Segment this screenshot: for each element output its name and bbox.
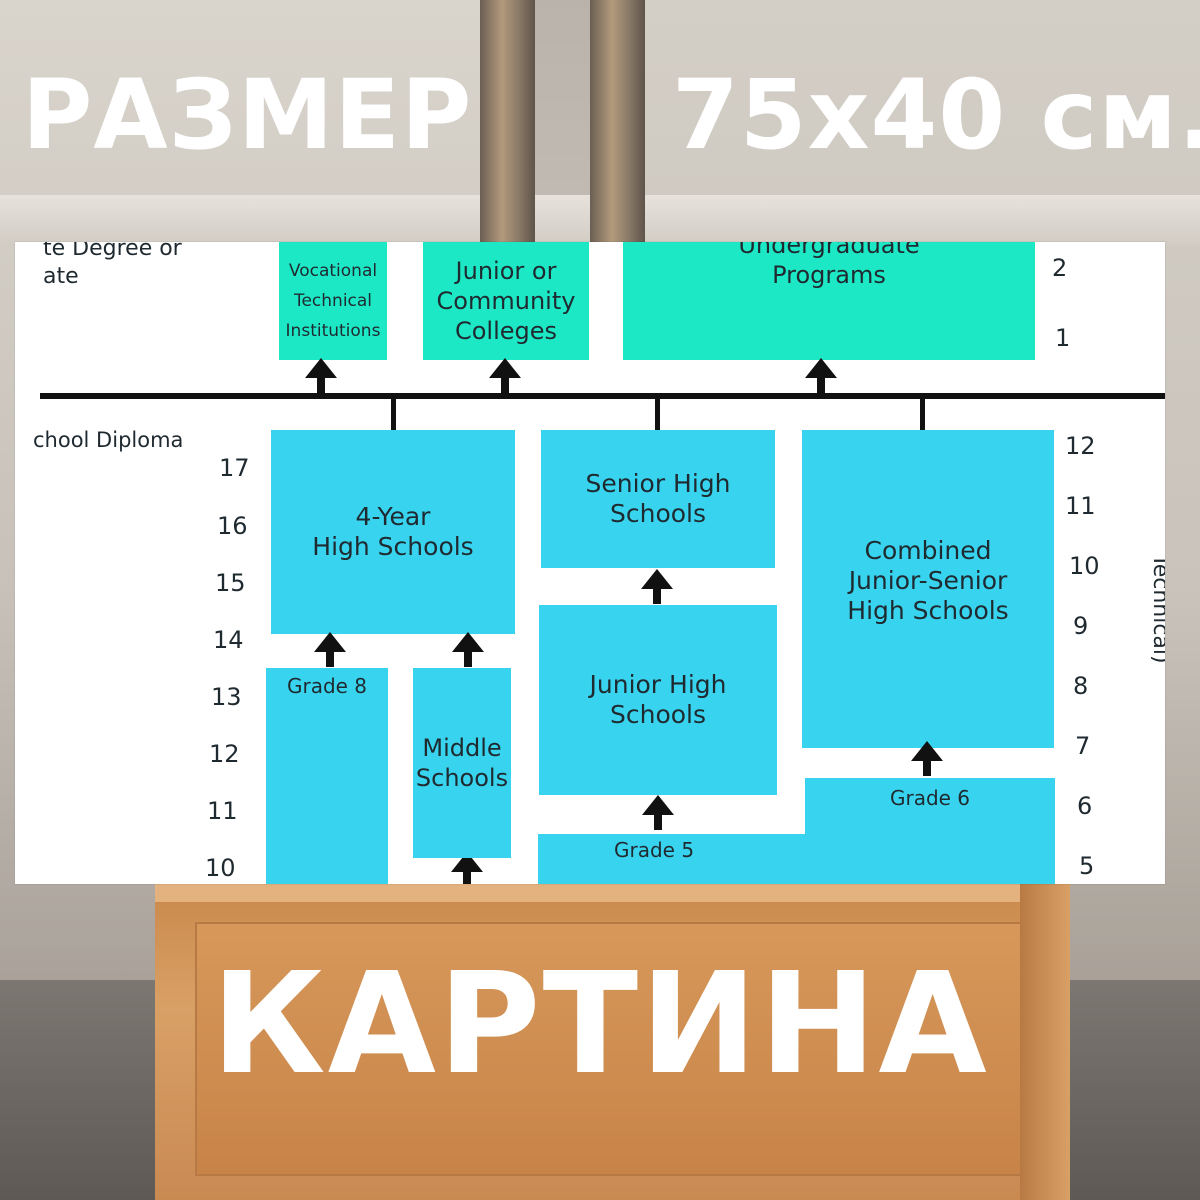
size-label: РАЗМЕР [22,59,473,171]
connector-tick [920,397,925,431]
age-16: 16 [217,512,248,540]
grade-7: 7 [1075,732,1091,760]
product-title: КАРТИНА [211,943,989,1106]
junior-college-box: Junior or Community Colleges [423,242,589,360]
four-year-text: 4-Year High Schools [312,502,474,561]
grade-8: 8 [1073,672,1089,700]
grade-11: 11 [1065,492,1096,520]
grade-5-box: Grade 5 [538,834,838,884]
age-10: 10 [205,854,236,882]
degree-label-2: ate [43,264,79,289]
grade-6-box: Grade 6 [805,778,1055,884]
grade-5-text: Grade 5 [614,838,695,862]
degree-label: te Degree or [43,242,182,261]
technical-label: Technical) [1148,554,1165,664]
senior-high-box: Senior High Schools [541,430,775,568]
easel-leg [1020,880,1070,1200]
age-17: 17 [219,454,250,482]
age-11: 11 [207,797,238,825]
junior-high-text: Junior High Schools [589,670,727,729]
grade-5: 5 [1079,852,1095,880]
diploma-line [40,393,1165,399]
picture-canvas: te Degree or ate Vocational Technical In… [15,242,1165,884]
vocational-text: Vocational Technical Institutions [285,261,381,341]
age-14: 14 [213,626,244,654]
junior-high-box: Junior High Schools [539,605,777,795]
middle-schools-text: Middle Schools [415,734,509,792]
vocational-box: Vocational Technical Institutions [279,242,387,360]
grade-6-text: Grade 6 [889,786,971,810]
easel-top-rail [155,880,1070,902]
age-13: 13 [211,683,242,711]
combined-high-box: Combined Junior-Senior High Schools [802,430,1054,748]
easel-panel [195,922,1034,1176]
grade-9: 9 [1073,612,1089,640]
middle-schools-box: Middle Schools [413,668,511,858]
four-year-high-schools-box: 4-Year High Schools [271,430,515,634]
grade-top-1: 1 [1055,324,1071,352]
grade-12: 12 [1065,432,1096,460]
wooden-easel [155,880,1070,1200]
grade-8-text: Grade 8 [286,674,368,698]
undergrad-text: Undergraduate Programs [738,242,920,289]
combined-text: Combined Junior-Senior High Schools [847,536,1009,625]
undergrad-box: Undergraduate Programs [623,242,1035,360]
age-15: 15 [215,569,246,597]
grade-10: 10 [1069,552,1100,580]
connector-tick [391,397,396,431]
diploma-label: chool Diploma [33,428,184,452]
age-12: 12 [209,740,240,768]
grade-6: 6 [1077,792,1093,820]
size-value: 75x40 см. [672,59,1200,171]
connector-tick [655,397,660,431]
junior-college-text: Junior or Community Colleges [436,257,576,345]
grade-top-2: 2 [1052,254,1068,282]
senior-high-text: Senior High Schools [585,469,731,528]
grade-8-box: Grade 8 [266,668,388,884]
